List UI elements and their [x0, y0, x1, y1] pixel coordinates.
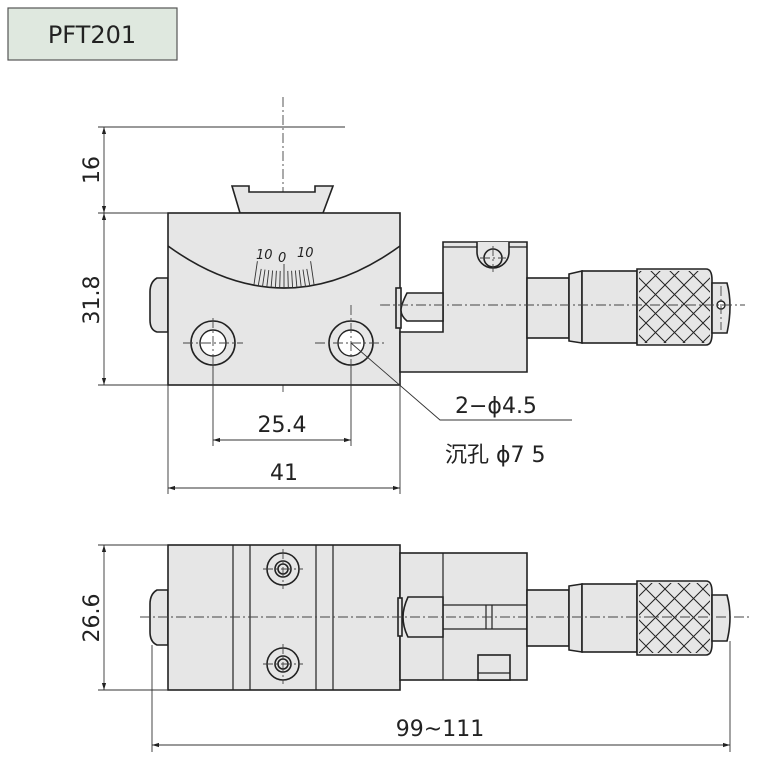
scale-tick — [270, 270, 274, 288]
model-title: PFT201 — [48, 21, 136, 49]
dim-hole-pitch: 25.4 — [258, 413, 307, 438]
micrometer-head — [526, 268, 731, 346]
scale-tick — [274, 270, 277, 288]
top-view: 10 0 10 — [80, 97, 745, 494]
dim-width: 41 — [270, 461, 298, 486]
dim-depth: 26.6 — [80, 594, 105, 643]
dovetail-top — [230, 185, 335, 214]
scale-tick — [310, 261, 315, 286]
left-knob-side — [149, 589, 169, 646]
screw-top — [263, 549, 303, 589]
scale-tick — [291, 270, 294, 288]
scale-label-left: 10 — [256, 248, 273, 263]
knurled-thimble-side — [639, 583, 710, 653]
scale-tick — [298, 270, 302, 288]
scale-tick — [279, 270, 281, 288]
model-title-box: PFT201 — [7, 7, 178, 61]
spindle-rod — [400, 292, 444, 322]
micrometer-bracket — [399, 241, 528, 373]
scale-tick — [253, 261, 258, 286]
knurled-thimble — [639, 271, 710, 343]
mount-hole-left — [183, 318, 243, 368]
scale-tick — [294, 270, 298, 288]
micrometer-head-side — [526, 580, 731, 656]
scale-tick — [262, 269, 266, 287]
scale-tick — [257, 268, 262, 287]
scale-tick — [302, 269, 306, 287]
scale-tick — [306, 268, 311, 287]
side-view: 26.6 99~111 — [80, 544, 752, 752]
scale-tick — [287, 270, 289, 288]
callout-hole-size: 2−ϕ4.5 — [455, 394, 537, 419]
dim-height-top: 16 — [80, 156, 105, 184]
callout-counterbore: 沉孔 ϕ7 5 — [445, 443, 546, 468]
dim-length: 99~111 — [396, 717, 484, 742]
screw-bottom — [263, 644, 303, 684]
dim-height-body: 31.8 — [80, 276, 105, 325]
clamp-screw — [476, 242, 510, 272]
scale-label-right: 10 — [297, 246, 314, 261]
scale-label-zero: 0 — [278, 251, 286, 266]
left-knob — [149, 277, 169, 333]
scale-tick — [266, 270, 270, 288]
angle-scale: 10 0 10 — [253, 246, 315, 288]
